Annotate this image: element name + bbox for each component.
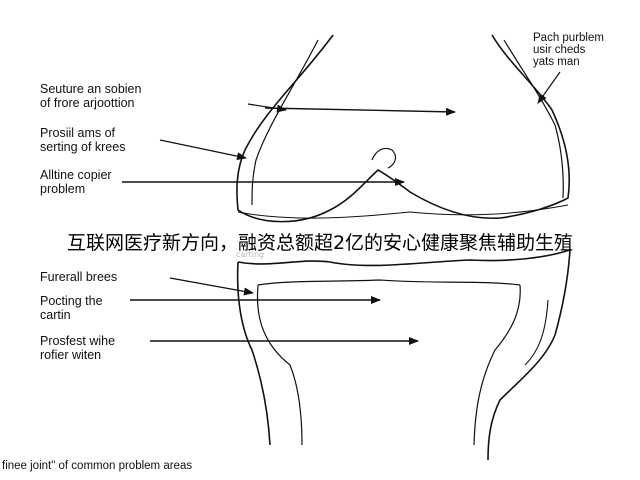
femur-inner-line-right (503, 39, 564, 199)
femur-inner-line (251, 39, 319, 206)
arrow-top-left (264, 107, 456, 116)
femur-outline (236, 34, 571, 223)
arrow-top-left-pointer (247, 103, 287, 113)
diagram-caption: finee joint" of common problem areas (2, 460, 193, 472)
label-top-left: Seuture an sobien of frore arjoottion (40, 82, 142, 110)
faint-cartilage-label: carting (236, 250, 265, 259)
arrow-second-left (159, 139, 247, 161)
label-fifth-left: Pocting the cartin (40, 294, 103, 322)
cartilage-top-line (237, 204, 569, 219)
label-sixth-left: Prosfest wihe rofier witen (40, 334, 116, 362)
label-second-left: Prosiil ams of serting of krees (40, 126, 126, 154)
arrow-fourth-left (169, 277, 254, 296)
fibula-outline (487, 249, 571, 461)
tibia-inner-right (473, 284, 521, 446)
label-top-right: Pach purblem usir cheds yats man (533, 32, 604, 68)
overlay-banner: 互联网医疗新方向，融资总额超2亿的安心健康聚焦辅助生殖 (66, 232, 574, 254)
tibia-plateau (257, 279, 521, 286)
arrow-top-right (537, 71, 561, 104)
tibia-outline (236, 261, 271, 446)
label-third-left: Alltine copier problem (40, 168, 112, 196)
intercondylar-notch (371, 147, 397, 169)
fibula-inner (524, 299, 549, 366)
tibia-inner-left (256, 284, 303, 446)
tibia-top-surface (237, 249, 571, 267)
label-fourth-left: Furerall brees (40, 270, 118, 284)
